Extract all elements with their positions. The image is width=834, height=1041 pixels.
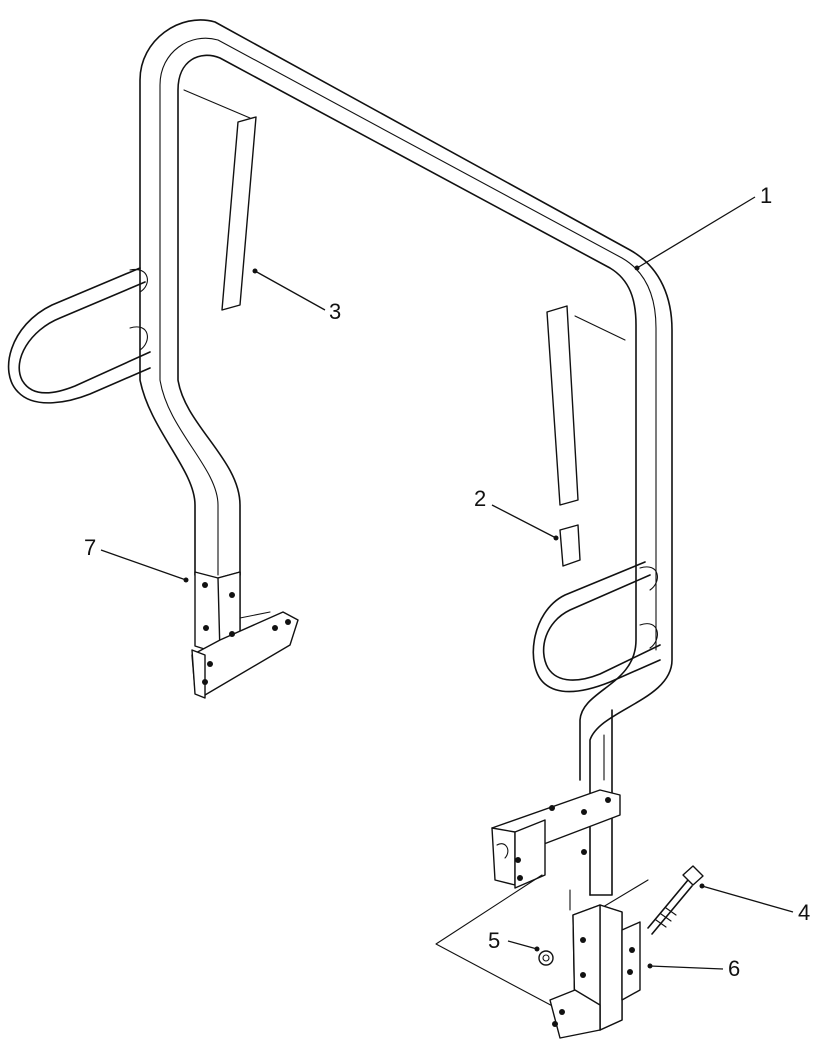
right-mount-bracket xyxy=(549,904,641,1039)
decal-2-strip xyxy=(546,305,579,506)
callout-6-label: 6 xyxy=(728,956,740,981)
callout-2-label: 2 xyxy=(474,486,486,511)
roll-bar-frame xyxy=(139,19,673,896)
callout-5: 5 xyxy=(488,928,540,953)
nut xyxy=(538,950,554,966)
frame-channel xyxy=(491,789,621,889)
decal-2-block xyxy=(559,524,581,567)
callout-7: 7 xyxy=(84,535,189,583)
callout-6: 6 xyxy=(647,956,740,981)
decal-3 xyxy=(221,116,257,311)
callout-5-label: 5 xyxy=(488,928,500,953)
callout-7-label: 7 xyxy=(84,535,96,560)
callout-3-label: 3 xyxy=(329,299,341,324)
exploded-guide-lines xyxy=(435,874,649,1011)
callout-1: 1 xyxy=(634,183,772,271)
left-grab-handle xyxy=(7,267,151,404)
left-mount-bracket xyxy=(191,571,299,699)
callout-2: 2 xyxy=(474,486,559,541)
right-upright-end xyxy=(581,797,611,855)
callout-4: 4 xyxy=(699,883,810,925)
right-grab-handle xyxy=(532,561,661,693)
callout-3: 3 xyxy=(252,268,341,324)
bolt xyxy=(647,865,704,935)
callout-1-label: 1 xyxy=(760,183,772,208)
callout-4-label: 4 xyxy=(798,900,810,925)
